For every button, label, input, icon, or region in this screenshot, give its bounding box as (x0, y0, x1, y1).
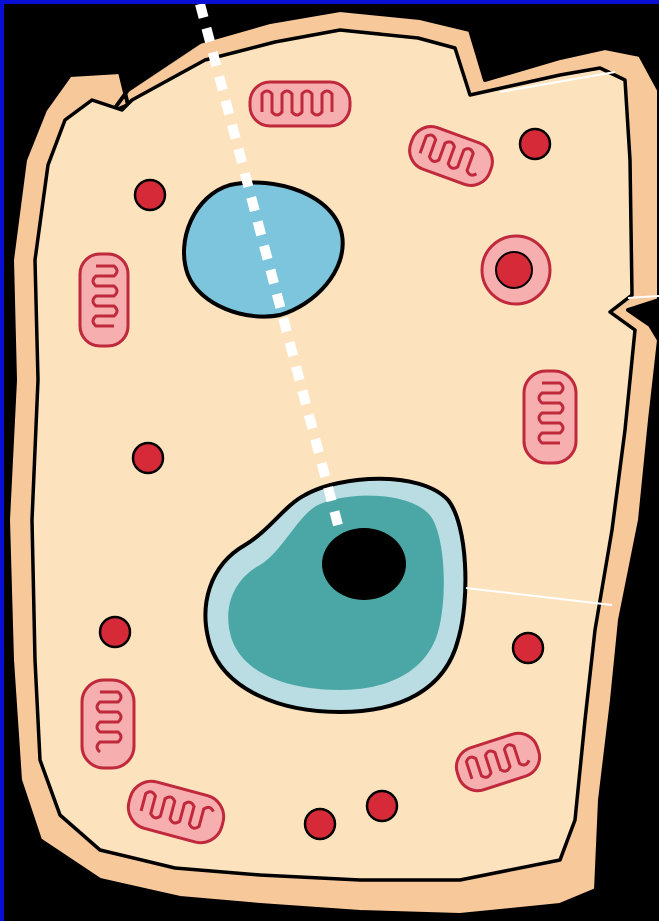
ribosome (135, 180, 165, 210)
ribosome (520, 129, 550, 159)
mitochondrion-5 (82, 680, 134, 768)
nucleolus (322, 528, 406, 600)
ribosome (513, 633, 543, 663)
plant-cell-diagram (4, 4, 659, 921)
diagram-canvas (4, 4, 659, 921)
ribosome (100, 617, 130, 647)
ribosome (305, 809, 335, 839)
mitochondrion-1 (250, 82, 350, 126)
vesicle-core (496, 252, 532, 288)
ribosome (367, 791, 397, 821)
mitochondrion-3 (80, 254, 128, 346)
mitochondrion-4 (524, 371, 576, 463)
ribosome (133, 443, 163, 473)
